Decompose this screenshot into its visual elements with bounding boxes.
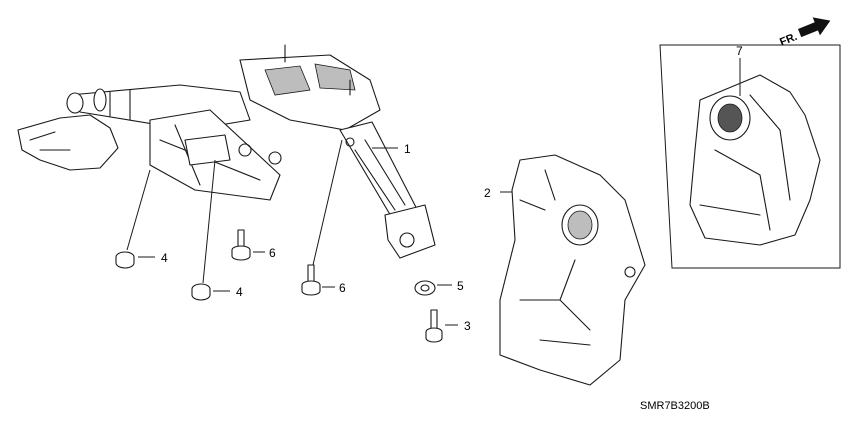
flange-bolt-6-left xyxy=(231,229,251,261)
dust-seal-part-7 xyxy=(689,74,821,246)
washer-nut-5 xyxy=(414,280,436,296)
callout-2: 2 xyxy=(484,186,491,200)
callout-1: 1 xyxy=(404,142,411,156)
leader-lines xyxy=(126,58,741,326)
column-cover-part-2 xyxy=(499,154,646,386)
callout-7: 7 xyxy=(736,44,743,58)
diagram-code: SMR7B3200B xyxy=(640,400,710,412)
steering-column-assembly xyxy=(17,44,436,259)
callout-4-left: 4 xyxy=(161,251,168,265)
front-arrow-icon xyxy=(797,17,831,38)
flange-bolt-6-middle xyxy=(301,264,321,296)
callout-6-middle: 6 xyxy=(339,281,346,295)
flange-nut-4-middle xyxy=(191,283,211,301)
front-direction-indicator: FR. xyxy=(778,17,831,49)
flange-nut-4-left xyxy=(115,251,135,269)
callout-5: 5 xyxy=(457,279,464,293)
callout-6-left: 6 xyxy=(269,246,276,260)
front-indicator-label: FR. xyxy=(778,31,799,49)
inset-box xyxy=(659,44,841,269)
callout-4-middle: 4 xyxy=(236,285,243,299)
bolt-3 xyxy=(425,309,443,343)
callout-3: 3 xyxy=(464,319,471,333)
